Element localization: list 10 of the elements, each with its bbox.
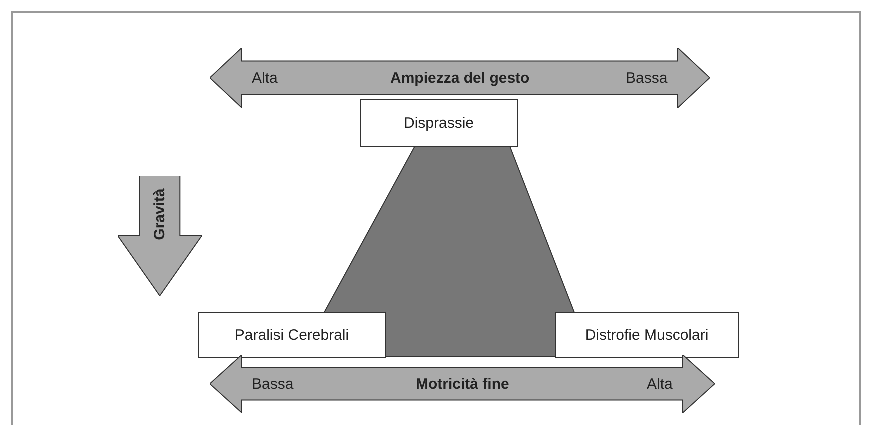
scale-end-label: Bassa (626, 70, 668, 86)
scale-end-label: Alta (647, 376, 673, 392)
scale-title: Gravità (151, 188, 168, 240)
label-box: Disprassie (360, 99, 518, 147)
scale-end-label: Bassa (252, 376, 294, 392)
label-box: Distrofie Muscolari (555, 312, 739, 358)
label-box: Paralisi Cerebrali (198, 312, 386, 358)
scale-title: Ampiezza del gesto (390, 70, 530, 86)
scale-title: Motricità fine (416, 376, 510, 392)
scale-end-label: Alta (252, 70, 278, 86)
